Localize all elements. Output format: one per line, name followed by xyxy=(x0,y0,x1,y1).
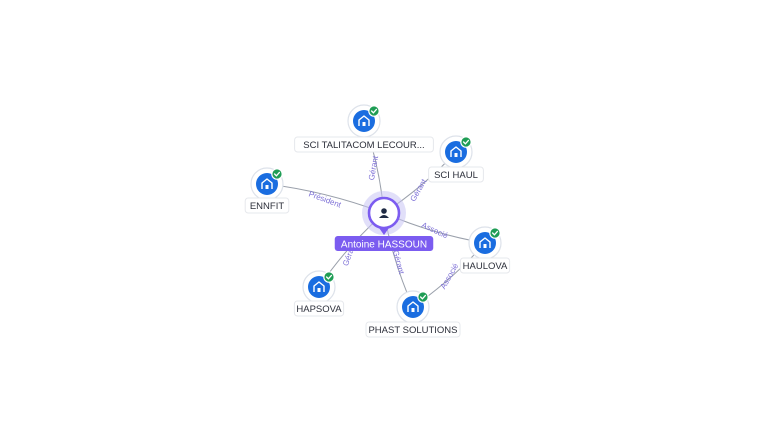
building-icon xyxy=(358,115,370,126)
nodes-layer: SCI TALITACOM LECOUR... SCI HAUL ENNFIT HAU… xyxy=(244,104,511,338)
company-label: SCI TALITACOM LECOUR... xyxy=(303,140,424,151)
company-label: HAPSOVA xyxy=(296,304,342,315)
company-label-box xyxy=(294,136,434,153)
company-label-box xyxy=(365,321,461,338)
relation-label: Associé xyxy=(439,261,461,290)
company-node-core xyxy=(474,232,496,254)
company-node-core xyxy=(353,110,375,132)
relation-label-group: Président xyxy=(307,189,343,209)
verified-check-icon xyxy=(271,168,283,180)
person-label: Antoine HASSOUN xyxy=(341,240,427,251)
company-label-box xyxy=(459,257,511,274)
relation-label: Gérant xyxy=(408,177,428,203)
relation-label-group: Gérant xyxy=(408,177,428,203)
company-label-box xyxy=(428,166,484,183)
company-node-phast[interactable]: PHAST SOLUTIONS xyxy=(365,290,461,338)
relation-label: Gérant xyxy=(391,249,406,276)
person-icon xyxy=(379,208,389,218)
company-label-box xyxy=(244,197,290,214)
company-node-sci-haul[interactable]: SCI HAUL xyxy=(428,135,484,183)
company-node-ennfit[interactable]: ENNFIT xyxy=(244,167,290,214)
building-icon xyxy=(313,281,325,292)
building-icon xyxy=(450,146,462,157)
company-label: SCI HAUL xyxy=(434,170,478,181)
company-node-core xyxy=(402,296,424,318)
company-node-hapsova[interactable]: HAPSOVA xyxy=(293,270,345,317)
company-node-haulova[interactable]: HAULOVA xyxy=(459,226,511,274)
verified-check-icon xyxy=(489,227,501,239)
verified-check-icon xyxy=(460,136,472,148)
person-node[interactable]: Antoine HASSOUN xyxy=(334,191,434,251)
verified-check-icon xyxy=(368,105,380,117)
company-node-sci-talitacom[interactable]: SCI TALITACOM LECOUR... xyxy=(294,104,434,153)
relation-label-group: Gérant xyxy=(391,249,406,276)
building-icon xyxy=(261,178,273,189)
verified-check-icon xyxy=(323,271,335,283)
relation-label-group: Gérant xyxy=(367,155,380,181)
company-label: ENNFIT xyxy=(250,201,285,212)
company-node-core xyxy=(445,141,467,163)
company-node-core xyxy=(308,276,330,298)
relation-label-group: Associé xyxy=(439,261,461,290)
person-label-box xyxy=(334,236,434,251)
building-icon xyxy=(479,237,491,248)
company-label: PHAST SOLUTIONS xyxy=(368,325,457,336)
building-icon xyxy=(407,301,419,312)
verified-check-icon xyxy=(417,291,429,303)
relation-label: Président xyxy=(307,189,343,209)
company-label: HAULOVA xyxy=(463,261,508,272)
company-label-box xyxy=(293,300,345,317)
company-node-core xyxy=(256,173,278,195)
relation-label: Gérant xyxy=(367,155,380,181)
